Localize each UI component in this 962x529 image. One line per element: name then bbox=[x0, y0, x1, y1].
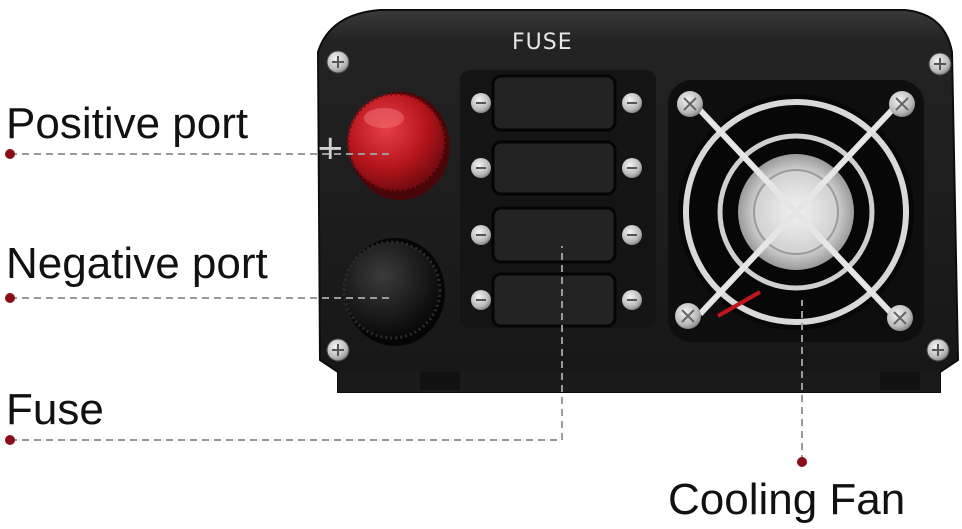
fuse-label: Fuse bbox=[6, 385, 104, 434]
fuse-slot bbox=[471, 272, 642, 328]
fuse-block bbox=[460, 70, 656, 328]
positive-terminal bbox=[346, 92, 450, 200]
fan-leader bbox=[797, 300, 807, 467]
negative-port-label: Negative port bbox=[6, 239, 268, 288]
positive-port-label: Positive port bbox=[6, 99, 249, 148]
fuse-heading: FUSE bbox=[512, 30, 573, 55]
fan-grill-icon bbox=[668, 80, 924, 342]
screw-icon bbox=[928, 52, 952, 76]
fuse-slot bbox=[471, 140, 642, 196]
fuse-leader bbox=[5, 246, 563, 445]
screw-icon bbox=[926, 338, 950, 362]
negative-terminal bbox=[342, 238, 445, 346]
cooling-fan-label: Cooling Fan bbox=[668, 475, 906, 524]
negative-leader bbox=[5, 293, 392, 303]
screw-icon bbox=[326, 338, 350, 362]
positive-leader bbox=[5, 149, 392, 159]
screw-icon bbox=[326, 50, 350, 74]
fuse-slot bbox=[471, 206, 642, 264]
positive-symbol: + bbox=[316, 128, 345, 168]
fuse-slot bbox=[471, 74, 642, 132]
